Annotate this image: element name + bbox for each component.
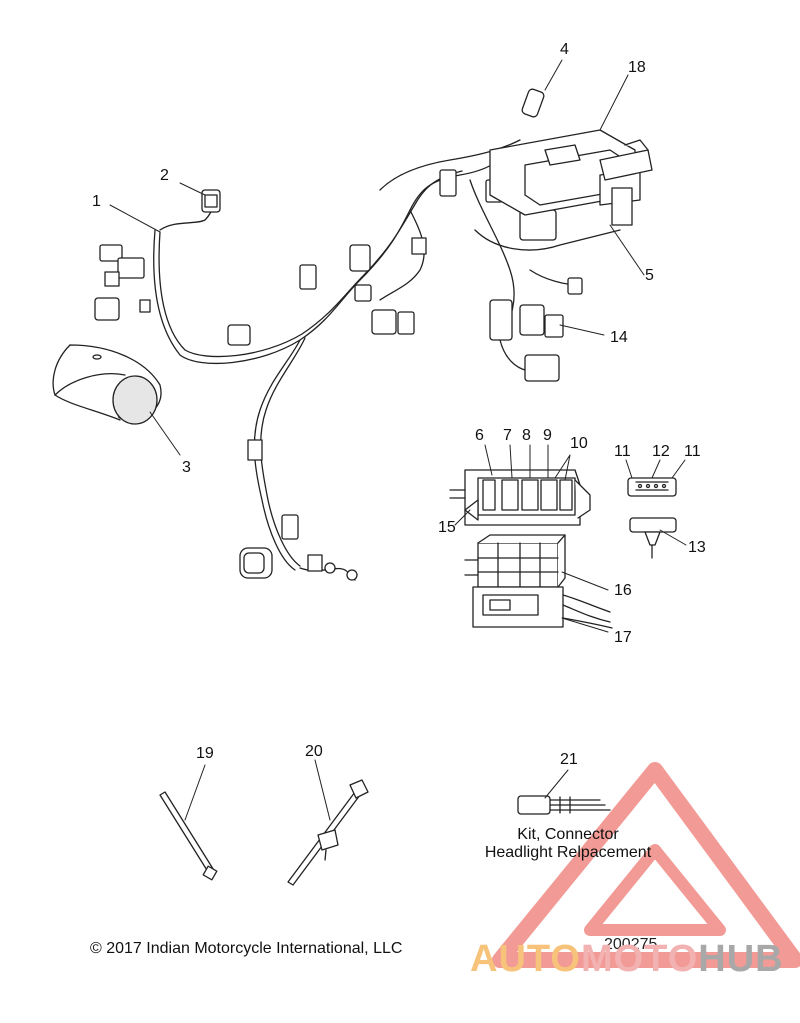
harness-connectors xyxy=(94,88,583,572)
kit-label: Kit, Connector Headlight Relpacement xyxy=(468,826,668,862)
callout-7: 7 xyxy=(503,427,512,444)
callout-19: 19 xyxy=(196,745,214,762)
fuse-box-lower xyxy=(464,534,613,629)
callout-1: 1 xyxy=(92,193,101,210)
callout-2: 2 xyxy=(160,167,169,184)
watermark-part2: MOTO xyxy=(580,938,699,980)
callout-15: 15 xyxy=(438,519,456,536)
harness-bottom-connector xyxy=(239,547,358,581)
callout-14: 14 xyxy=(610,329,628,346)
callout-17: 17 xyxy=(614,629,632,646)
leader-lines xyxy=(109,59,687,821)
callout-12: 12 xyxy=(652,443,670,460)
callout-9: 9 xyxy=(543,427,552,444)
callout-11-right: 11 xyxy=(684,443,701,460)
callout-13: 13 xyxy=(688,539,706,556)
fuse-box-upper xyxy=(489,129,653,226)
callout-18: 18 xyxy=(628,59,646,76)
kit-label-line1: Kit, Connector xyxy=(517,826,619,843)
cable-tie xyxy=(159,791,218,881)
callout-11-left: 11 xyxy=(614,443,631,460)
diagram-number: 200275 xyxy=(604,936,658,953)
callout-8: 8 xyxy=(522,427,531,444)
callout-21: 21 xyxy=(560,751,578,768)
watermark-part3: HUB xyxy=(698,938,784,980)
fuse-panel xyxy=(449,469,591,526)
callout-10: 10 xyxy=(570,435,588,452)
watermark-logo: AUTOMOTOHUB xyxy=(470,938,784,981)
headlight-kit-connector xyxy=(517,795,611,815)
cable-tie-clip xyxy=(287,779,369,886)
watermark-part1: AUTO xyxy=(470,938,581,980)
callout-20: 20 xyxy=(305,743,323,760)
connector-parts-11-13 xyxy=(627,477,677,559)
copyright-text: © 2017 Indian Motorcycle International, … xyxy=(90,940,403,957)
callout-16: 16 xyxy=(614,582,632,599)
harness-sleeve xyxy=(52,344,162,425)
kit-label-line2: Headlight Relpacement xyxy=(484,844,652,861)
callout-3: 3 xyxy=(182,459,191,476)
callout-6: 6 xyxy=(475,427,484,444)
callout-4: 4 xyxy=(560,41,569,58)
callout-5: 5 xyxy=(645,267,654,284)
watermark-triangle-icon xyxy=(492,762,800,968)
